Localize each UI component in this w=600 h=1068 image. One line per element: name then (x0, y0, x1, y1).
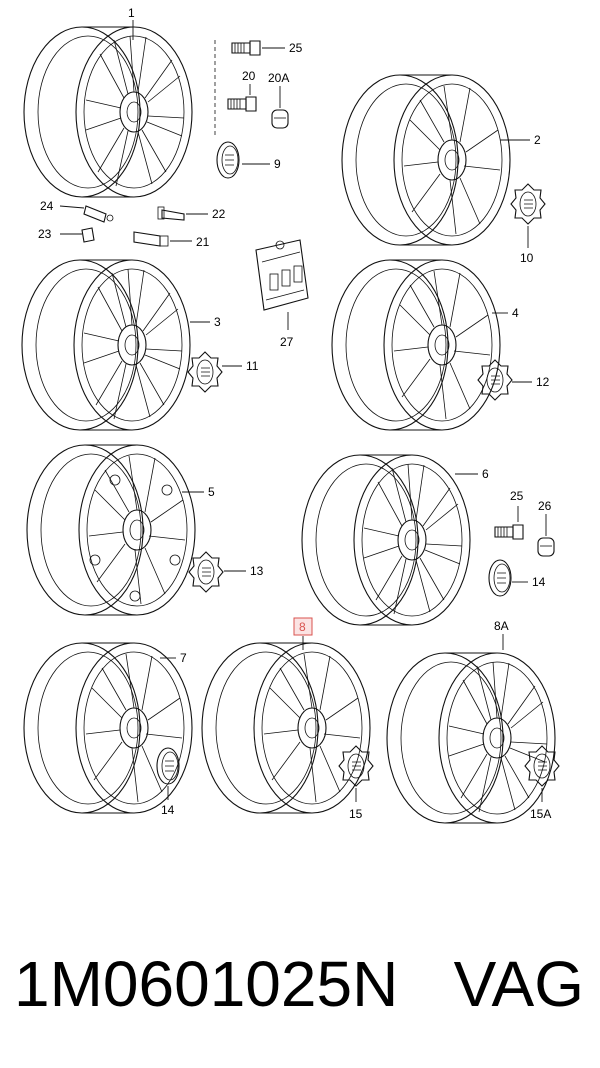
part-number: 1M0601025N (14, 948, 399, 1020)
valve-21 (133, 231, 169, 247)
label-7: 7 (180, 651, 187, 665)
cap-26 (537, 537, 555, 557)
center-cap-15a (524, 745, 560, 787)
label-25-side: 25 (510, 489, 524, 503)
center-cap-15 (338, 745, 374, 787)
label-9: 9 (274, 157, 281, 171)
bolt-set-27 (255, 239, 309, 311)
label-3: 3 (214, 315, 221, 329)
label-4: 4 (512, 306, 519, 320)
parts-diagram: 1 25 20 20A 9 24 22 23 21 2 10 (21, 6, 560, 824)
center-cap-14-right (488, 559, 512, 597)
label-15a: 15A (530, 807, 551, 821)
wheel-6 (301, 454, 471, 626)
center-cap-13 (188, 551, 224, 593)
label-21: 21 (196, 235, 210, 249)
label-20a: 20A (268, 71, 289, 85)
label-26: 26 (538, 499, 552, 513)
cap-20a (271, 109, 289, 129)
label-14-left: 14 (161, 803, 175, 817)
label-24: 24 (40, 199, 54, 213)
label-22: 22 (212, 207, 226, 221)
label-10: 10 (520, 251, 534, 265)
label-27: 27 (280, 335, 294, 349)
bolt-20 (227, 96, 257, 112)
bolt-25-top (231, 40, 261, 56)
valve-24 (83, 205, 114, 223)
label-11: 11 (246, 359, 259, 373)
label-25-top: 25 (289, 41, 303, 55)
center-cap-10 (510, 183, 546, 225)
wheel-1 (23, 26, 193, 198)
valve-22 (157, 206, 185, 221)
center-cap-9 (216, 141, 240, 179)
label-12: 12 (536, 375, 550, 389)
wheel-7 (23, 642, 193, 814)
highlight-box (293, 617, 313, 636)
label-20: 20 (242, 69, 256, 83)
center-cap-14-left (156, 747, 180, 785)
center-cap-12 (477, 359, 513, 401)
bolt-25-side (494, 524, 524, 540)
wheel-3 (21, 259, 191, 431)
brand-name: VAG (453, 948, 584, 1020)
wheel-2 (341, 74, 511, 246)
wheel-4 (331, 259, 501, 431)
wheel-8 (201, 642, 371, 814)
label-2: 2 (534, 133, 541, 147)
label-1: 1 (128, 6, 135, 20)
weight-23 (81, 227, 95, 243)
wheel-5 (26, 444, 196, 616)
center-cap-11 (187, 351, 223, 393)
label-6: 6 (482, 467, 489, 481)
footer: 1M0601025N VAG (0, 940, 600, 1030)
label-8: 8 (299, 620, 306, 634)
label-23: 23 (38, 227, 52, 241)
label-13: 13 (250, 564, 264, 578)
label-14-right: 14 (532, 575, 546, 589)
label-15: 15 (349, 807, 363, 821)
wheel-8a (386, 652, 556, 824)
label-5: 5 (208, 485, 215, 499)
label-8a: 8A (494, 619, 509, 633)
